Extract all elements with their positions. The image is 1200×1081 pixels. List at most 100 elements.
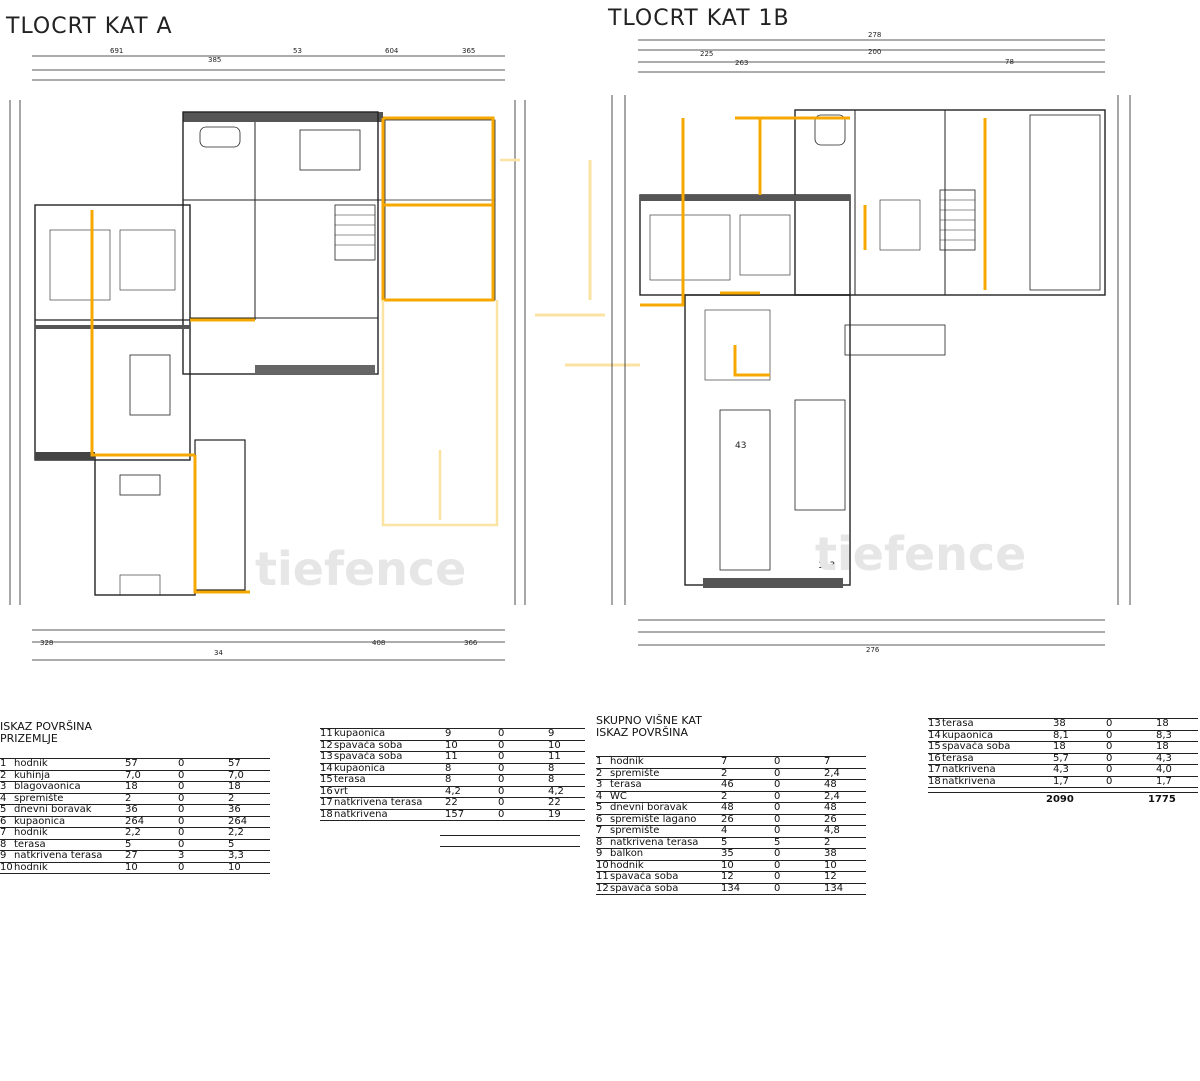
- net-area: 4,2: [445, 786, 461, 797]
- area-value: 2: [824, 837, 831, 848]
- walls-right: [639, 109, 1106, 588]
- net-area: 2,2: [125, 828, 141, 838]
- room-name: vrt: [334, 786, 348, 797]
- area-value: 7,0: [228, 770, 244, 781]
- dim-label: 408: [372, 639, 385, 647]
- area-value: 1,7: [1156, 776, 1172, 787]
- area-value: 8: [548, 775, 555, 785]
- coefficient: 0: [178, 816, 185, 827]
- net-area: 2: [125, 793, 132, 804]
- room-name: hodnik: [14, 759, 48, 769]
- room-name: spavaća soba: [334, 752, 403, 762]
- room-name: natkrivena terasa: [610, 837, 699, 848]
- room-number: 4: [0, 793, 7, 804]
- dim-label: 53: [293, 47, 302, 55]
- room-name: kupaonica: [14, 816, 66, 827]
- net-area: 8: [445, 775, 452, 785]
- room-number: 13: [928, 719, 941, 729]
- area-value: 38: [824, 849, 837, 859]
- room-number: 6: [0, 816, 7, 827]
- room-name: kupaonica: [334, 763, 386, 774]
- dim-label: 691: [110, 47, 123, 55]
- room-number: 3: [0, 782, 7, 792]
- dimension-labels-right: 278 225 263 200 78 276: [700, 31, 1014, 654]
- room-name: balkon: [610, 849, 644, 859]
- net-area: 36: [125, 805, 138, 815]
- room-number: 14: [928, 730, 941, 741]
- room-number: 9: [596, 849, 603, 859]
- room-name: natkrivena terasa: [334, 798, 423, 808]
- coefficient: 0: [1106, 776, 1113, 787]
- room-number: 9: [0, 851, 7, 861]
- area-value: 4,2: [548, 786, 564, 797]
- dim-label: 604: [385, 47, 399, 55]
- net-area: 157: [445, 809, 465, 820]
- room-name: natkrivena: [942, 776, 996, 787]
- net-area: 18: [1053, 742, 1066, 752]
- coefficient: 5: [774, 837, 781, 848]
- coefficient: 0: [1106, 730, 1113, 741]
- room-name: natkrivena: [334, 809, 388, 820]
- room-number: 4: [596, 791, 603, 802]
- dim-label: 263: [735, 59, 748, 67]
- coefficient: 0: [1106, 742, 1113, 752]
- net-area: 5: [125, 839, 132, 850]
- coefficient: 0: [498, 752, 505, 762]
- watermark-right: tiefence: [815, 527, 1026, 581]
- coefficient: 0: [774, 814, 781, 825]
- area-value: 5: [228, 839, 235, 850]
- coefficient: 0: [178, 839, 185, 850]
- coefficient: 0: [178, 862, 185, 873]
- coefficient: 0: [774, 826, 781, 836]
- room-number: 11: [320, 729, 333, 739]
- coefficient: 0: [498, 809, 505, 820]
- net-area: 2: [721, 768, 728, 779]
- room-number: 6: [596, 814, 603, 825]
- net-area: 5: [721, 837, 728, 848]
- room-number: 3: [596, 780, 603, 790]
- net-area: 18: [125, 782, 138, 792]
- room-number: 17: [928, 765, 941, 775]
- coefficient: 0: [1106, 753, 1113, 764]
- room-number: 16: [928, 753, 941, 764]
- coefficient: 0: [1106, 719, 1113, 729]
- coefficient: 0: [774, 860, 781, 871]
- coefficient: 3: [178, 851, 185, 861]
- area-value: 12: [824, 872, 837, 882]
- coefficient: 0: [498, 763, 505, 774]
- room-number: 5: [596, 803, 603, 813]
- table-title: SKUPNO VIŠNE KAT: [596, 714, 702, 727]
- room-name: blagovaonica: [14, 782, 81, 792]
- room-name: terasa: [942, 753, 974, 764]
- room-name: natkrivena: [942, 765, 996, 775]
- room-labels-right: 43 113: [735, 441, 835, 571]
- room-number: 8: [596, 837, 603, 848]
- area-value: 9: [548, 729, 555, 739]
- room-name: terasa: [610, 780, 642, 790]
- coefficient: 0: [774, 780, 781, 790]
- net-area: 1,7: [1053, 776, 1069, 787]
- room-number: 5: [0, 805, 7, 815]
- net-area: 4,3: [1053, 765, 1069, 775]
- table-title: ISKAZ POVRŠINA: [0, 720, 93, 733]
- area-value: 2,4: [824, 791, 840, 802]
- room-number: 10: [0, 862, 13, 873]
- room-number: 15: [928, 742, 941, 752]
- coefficient: 0: [178, 805, 185, 815]
